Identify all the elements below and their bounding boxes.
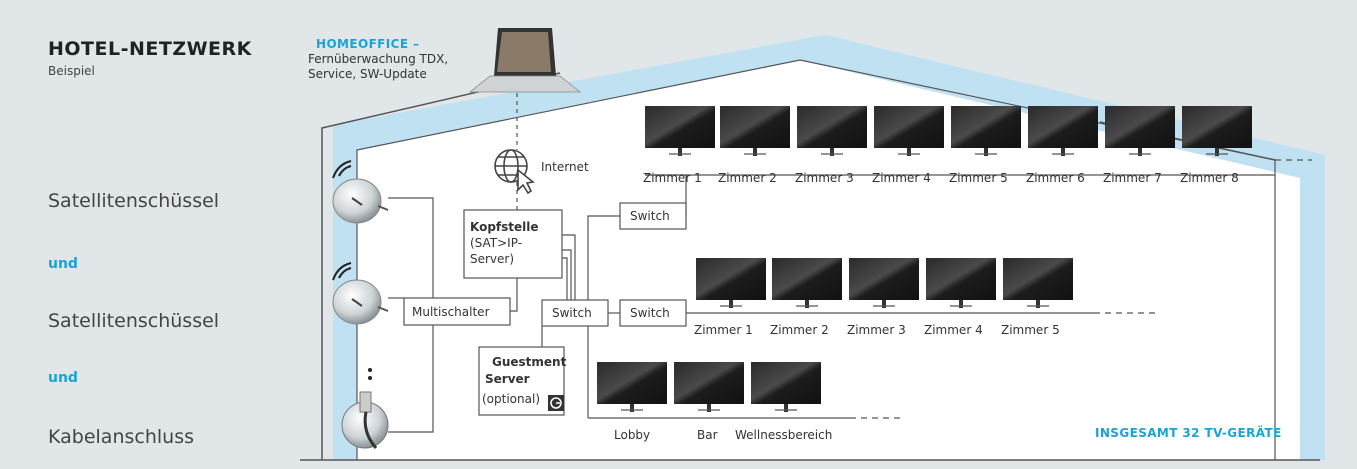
- tv-lobby: [597, 362, 667, 412]
- switch-top-label: Switch: [630, 209, 670, 223]
- tv-wellness: [751, 362, 821, 412]
- guestment-line-2: Server: [485, 372, 530, 386]
- tv-devices: [597, 106, 1252, 412]
- tv-top-2: [720, 106, 790, 156]
- tv-top-8: [1182, 106, 1252, 156]
- kopfstelle-box: [463, 209, 563, 279]
- room-label-top-1: Zimmer 1: [643, 171, 702, 185]
- room-label-mid-2: Zimmer 2: [770, 323, 829, 337]
- ellipsis-dots: [368, 368, 372, 380]
- room-label-top-6: Zimmer 6: [1026, 171, 1085, 185]
- room-label-mid-5: Zimmer 5: [1001, 323, 1060, 337]
- kopfstelle-title: Kopfstelle: [470, 220, 539, 234]
- room-label-mid-4: Zimmer 4: [924, 323, 983, 337]
- homeoffice-heading: HOMEOFFICE –: [316, 37, 420, 51]
- source-satellite-1: Satellitenschüssel: [48, 190, 220, 212]
- homeoffice-text: Fernüberwachung TDX, Service, SW-Update: [308, 52, 449, 81]
- tv-mid-4: [926, 258, 996, 308]
- cable-connector-icon: [341, 391, 389, 449]
- room-label-mid-1: Zimmer 1: [694, 323, 753, 337]
- tv-mid-1: [696, 258, 766, 308]
- multischalter-label: Multischalter: [412, 305, 490, 319]
- kopfstelle-detail-2: Server): [470, 252, 515, 266]
- room-label-top-5: Zimmer 5: [949, 171, 1008, 185]
- multischalter-box: [403, 297, 511, 326]
- laptop-icon: [468, 28, 582, 93]
- room-label-top-4: Zimmer 4: [872, 171, 931, 185]
- satellite-dish-icon-1: [332, 160, 389, 224]
- tv-top-7: [1105, 106, 1175, 156]
- room-label-top-7: Zimmer 7: [1103, 171, 1162, 185]
- device-boxes: [403, 202, 687, 416]
- tv-top-3: [797, 106, 867, 156]
- total-tv-count: INSGESAMT 32 TV-GERÄTE: [1095, 426, 1282, 440]
- page-title: HOTEL-NETZWERK: [48, 38, 252, 60]
- switch-center-label: Switch: [552, 306, 592, 320]
- satellite-dish-icon-2: [332, 262, 389, 325]
- switch-center-box: [541, 299, 609, 327]
- guestment-detail: (optional): [482, 392, 540, 406]
- room-label-top-3: Zimmer 3: [795, 171, 854, 185]
- tv-bar: [674, 362, 744, 412]
- room-label-top-8: Zimmer 8: [1180, 171, 1239, 185]
- dashed-extensions: [850, 159, 1312, 419]
- globe-cursor-icon: [494, 149, 535, 195]
- room-label-lobby: Lobby: [614, 428, 651, 442]
- guestment-line-1: Guestment: [492, 355, 567, 369]
- guestment-logo-icon: [548, 395, 564, 411]
- connector-und-1: und: [48, 256, 78, 272]
- internet-label: Internet: [541, 160, 589, 174]
- source-cable: Kabelanschluss: [48, 426, 194, 448]
- tv-top-4: [874, 106, 944, 156]
- tv-mid-3: [849, 258, 919, 308]
- tv-mid-2: [772, 258, 842, 308]
- room-label-mid-3: Zimmer 3: [847, 323, 906, 337]
- room-label-top-2: Zimmer 2: [718, 171, 777, 185]
- tv-top-5: [951, 106, 1021, 156]
- page-subtitle: Beispiel: [48, 64, 95, 78]
- kopfstelle-detail-1: (SAT>IP-: [470, 236, 523, 250]
- switch-top-box: [619, 202, 687, 230]
- connector-und-2: und: [48, 370, 78, 386]
- wiring: [388, 174, 1275, 433]
- room-label-bar: Bar: [697, 428, 718, 442]
- switch-mid-label: Switch: [630, 306, 670, 320]
- source-satellite-2: Satellitenschüssel: [48, 310, 220, 332]
- tv-mid-5: [1003, 258, 1073, 308]
- tv-top-6: [1028, 106, 1098, 156]
- switch-mid-box: [619, 299, 687, 327]
- tv-top-1: [645, 106, 715, 156]
- room-label-wellness: Wellnessbereich: [735, 428, 833, 442]
